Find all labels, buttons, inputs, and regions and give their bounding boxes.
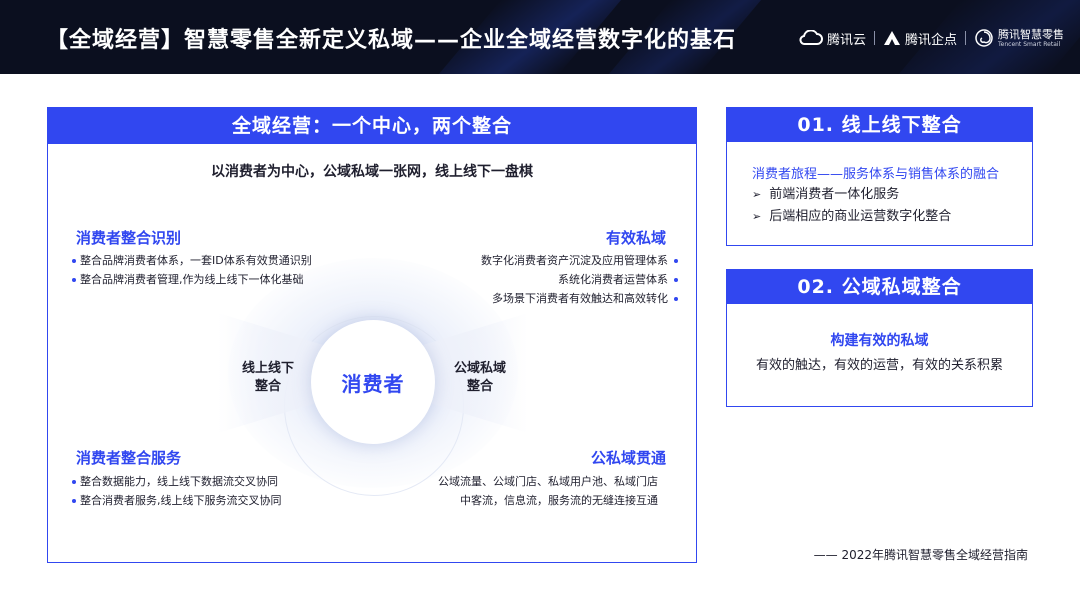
online-offline-card: 01. 线上线下整合 消费者旅程——服务体系与销售体系的融合 ➢ 前端消费者一体… (726, 107, 1033, 246)
qidian-a-icon (883, 31, 900, 45)
public-private-hub-label: 公域私域 整合 (440, 360, 520, 396)
list-item: 公域流量、公域门店、私域用户池、私域门店 (438, 475, 658, 488)
list-item: 系统化消费者运营体系 (481, 270, 678, 289)
public-private-connect-list: 公域流量、公域门店、私域用户池、私域门店 中客流，信息流，服务流的无缝连接互通 (438, 472, 668, 510)
list-item-text: 后端相应的商业运营数字化整合 (769, 209, 952, 224)
list-item: 整合品牌消费者体系，一套ID体系有效贯通识别 (72, 251, 312, 270)
tencent-qidian-label: 腾讯企点 (904, 32, 957, 48)
effective-private-domain-title: 有效私域 (605, 229, 666, 247)
tencent-cloud-logo: 腾讯云 (799, 29, 866, 48)
consumer-service-list: 整合数据能力，线上线下数据流交叉协同 整合消费者服务,线上线下服务流交叉协同 (72, 472, 282, 510)
effective-private-domain-list: 数字化消费者资产沉淀及应用管理体系 系统化消费者运营体系 多场景下消费者有效触达… (481, 251, 678, 308)
list-item: ➢ 前端消费者一体化服务 (752, 184, 951, 206)
card-subtitle: 消费者旅程——服务体系与销售体系的融合 (752, 167, 1000, 182)
list-item: ➢ 后端相应的商业运营数字化整合 (752, 206, 951, 228)
card-subtitle: 构建有效的私域 (830, 333, 929, 349)
list-item: 整合品牌消费者管理,作为线上线下一体化基础 (72, 270, 312, 289)
consumer-identification-list: 整合品牌消费者体系，一套ID体系有效贯通识别 整合品牌消费者管理,作为线上线下一… (72, 251, 312, 289)
arrow-icon: ➢ (752, 188, 762, 201)
card-body-text: 有效的触达，有效的运营，有效的关系积累 (755, 358, 1003, 373)
hub-right-line-1: 公域私域 (453, 361, 506, 376)
global-operation-panel: 全域经营：一个中心，两个整合 以消费者为中心，公域私域一张网，线上线下一盘棋 消… (47, 107, 697, 563)
consumer-service-title: 消费者整合服务 (76, 449, 182, 467)
list-item: 多场景下消费者有效触达和高效转化 (481, 289, 678, 308)
arrow-icon: ➢ (752, 210, 762, 223)
spiral-icon (975, 29, 993, 47)
hub-left-line-1: 线上线下 (241, 361, 294, 376)
page-title: 【全域经营】智慧零售全新定义私域——企业全域经营数字化的基石 (46, 28, 737, 53)
hub-left-line-2: 整合 (254, 379, 281, 394)
public-private-connect-title: 公私域贯通 (590, 449, 666, 467)
cloud-icon (799, 30, 823, 45)
header-bar: 【全域经营】智慧零售全新定义私域——企业全域经营数字化的基石 腾讯云 腾讯企点 … (0, 0, 1080, 74)
list-item: 数字化消费者资产沉淀及应用管理体系 (481, 251, 678, 270)
card-banner: 02. 公域私域整合 (727, 270, 1032, 304)
partner-logos: 腾讯云 腾讯企点 腾讯智慧零售 Tencent Smart Retail (799, 28, 1064, 48)
online-offline-hub-label: 线上线下 整合 (228, 360, 308, 396)
hub-right-line-2: 整合 (466, 379, 493, 394)
tencent-cloud-label: 腾讯云 (826, 32, 866, 48)
smart-retail-logo: 腾讯智慧零售 Tencent Smart Retail (974, 28, 1064, 48)
consumer-center-circle: 消费者 (311, 320, 435, 444)
logo-divider (873, 31, 875, 45)
consumer-identification-title: 消费者整合识别 (76, 229, 182, 247)
list-item: 整合消费者服务,线上线下服务流交叉协同 (72, 491, 282, 510)
consumer-center-label: 消费者 (341, 371, 405, 396)
smart-retail-label: 腾讯智慧零售 (998, 27, 1064, 41)
tencent-qidian-logo: 腾讯企点 (883, 29, 957, 48)
list-item-text: 前端消费者一体化服务 (769, 187, 900, 202)
card-list: ➢ 前端消费者一体化服务 ➢ 后端相应的商业运营数字化整合 (752, 184, 951, 228)
logo-divider (965, 31, 966, 45)
list-item: 中客流，信息流，服务流的无缝连接互通 (460, 494, 658, 507)
smart-retail-english-label: Tencent Smart Retail (998, 40, 1061, 48)
card-banner: 01. 线上线下整合 (727, 108, 1032, 142)
footer-source: —— 2022年腾讯智慧零售全域经营指南 (813, 548, 1028, 562)
panel-banner: 全域经营：一个中心，两个整合 (48, 108, 696, 144)
public-private-card: 02. 公域私域整合 构建有效的私域 有效的触达，有效的运营，有效的关系积累 (726, 269, 1033, 407)
list-item: 整合数据能力，线上线下数据流交叉协同 (72, 472, 282, 491)
panel-subtitle: 以消费者为中心，公域私域一张网，线上线下一盘棋 (211, 164, 533, 180)
